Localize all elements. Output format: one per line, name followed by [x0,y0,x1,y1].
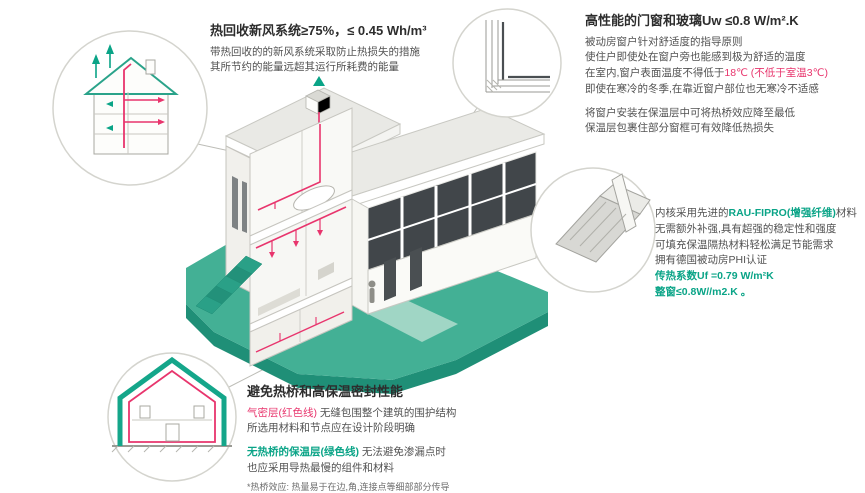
callout-circle [452,8,562,118]
thermal-text-block: 避免热桥和高保温密封性能 气密层(红色线) 无缝包围整个建筑的围护结构 所选用材… [247,383,559,493]
callout-thermal-envelope [107,352,237,482]
interior-cutaway [249,107,353,367]
glazing-pane [611,173,637,233]
thermal-line: 也应采用导热最慢的组件和材料 [247,461,394,474]
exhaust-arrow [106,44,114,54]
thermal-line: 无热桥的保温层(绿色线) 无法避免渗漏点时 [247,446,446,459]
ventilation-title: 热回收新风系统≥75%，≤ 0.45 Wh/m³ [210,23,427,38]
door-mark [165,423,180,442]
profile-text-block: 内核采用先进的RAU-FIPRO(增强纤维)材料 无需额外补强,具有超强的稳定性… [655,206,861,301]
thermal-line: 气密层(红色线) 无缝包围整个建筑的围护结构 [247,406,457,419]
terrace-wall [367,213,537,315]
windows-line: 保温层包裹住部分窗框可有效降低热损失 [585,122,774,135]
kitchen-counter [258,288,300,316]
insulation-layer-label: 无热桥的保温层(绿色线) [247,446,359,459]
window-mark [193,405,205,419]
frame-profile-icon [555,173,651,263]
windows-line: 将窗户安装在保温层中可将热桥效应降至最低 [585,106,795,119]
profile-line: 内核采用先进的RAU-FIPRO(增强纤维)材料 [655,207,857,219]
window-mark [139,405,151,419]
uf-value: 传热系数Uf =0.79 W/m²K [655,270,774,282]
walkway [368,298,458,342]
ventilation-line: 带热回收的的新风系统采取防止热损失的措施 [210,45,420,58]
table [318,262,334,280]
profile-line: 可填充保温隔热材料轻松满足节能需求 [655,238,834,251]
callout-circle [107,352,237,482]
exhaust-arrow [92,54,100,64]
house-illustration [186,76,548,394]
thermal-title: 避免热桥和高保温密封性能 [247,384,404,399]
airtight-layer-label: 气密层(红色线) [247,406,317,419]
thermal-envelope-icon [111,356,232,453]
windows-line: 在室内,窗户表面温度不得低于18℃ (不低于室温3℃) [585,67,828,80]
windows-title: 高性能的门窗和玻璃Uw ≤0.8 W/m².K [585,13,799,28]
thermal-footnote: *热桥效应: 热量易于在边,角,连接点等细部部分传导 [247,481,450,492]
left-wall-window [242,181,247,233]
basement-stairs [195,255,263,315]
platform-side [186,304,548,394]
profile-line: 拥有德国被动房PHI认证 [655,254,768,267]
duct-arrowheads [269,230,323,258]
windows-line: 使住户即使处在窗户旁也能感到极为舒适的温度 [585,51,806,64]
profile-line: 无需额外补强,具有超强的稳定性和强度 [655,222,837,235]
left-wall-window [232,176,238,230]
door-opening [410,247,422,291]
windows-line: 即使在寒冷的冬季,在靠近窗户部位也无寒冷不适感 [585,82,819,95]
callout-window-detail [452,8,562,118]
windows-line: 被动房窗户针对舒适度的指导原则 [585,35,743,48]
ventilation-text-block: 热回收新风系统≥75%，≤ 0.45 Wh/m³ 带热回收的的新风系统采取防止热… [210,22,452,76]
insulation-green-line [117,356,227,446]
corner-column [351,198,369,315]
person-figure [368,280,376,303]
temperature-highlight: 18℃ (不低于室温3℃) [724,67,828,80]
basement-interior [249,285,353,367]
callout-profile-render [530,167,656,293]
windows-text-block: 高性能的门窗和玻璃Uw ≤0.8 W/m².K 被动房窗户针对舒适度的指导原则 … [585,12,859,137]
supply-arrow [106,125,113,131]
airtight-red-line [128,369,216,443]
supply-arrow [106,101,113,107]
house-section-icon [83,44,179,155]
chimney-vent [305,76,331,126]
ventilation-ducts [255,124,347,353]
door-opening [384,257,396,301]
window-corner-drawing-icon [485,20,550,93]
material-highlight: RAU-FIPRO(增强纤维) [728,207,836,219]
callout-ventilation-section [52,30,208,186]
ventilation-line: 其所节约的能量远超其运行所耗费的能量 [210,61,399,74]
thermal-line: 所选用材料和节点应在设计阶段明确 [247,422,415,435]
uw-value: 整窗≤0.8W//m2.K 。 [655,285,752,298]
exhaust-arrow [313,76,325,86]
